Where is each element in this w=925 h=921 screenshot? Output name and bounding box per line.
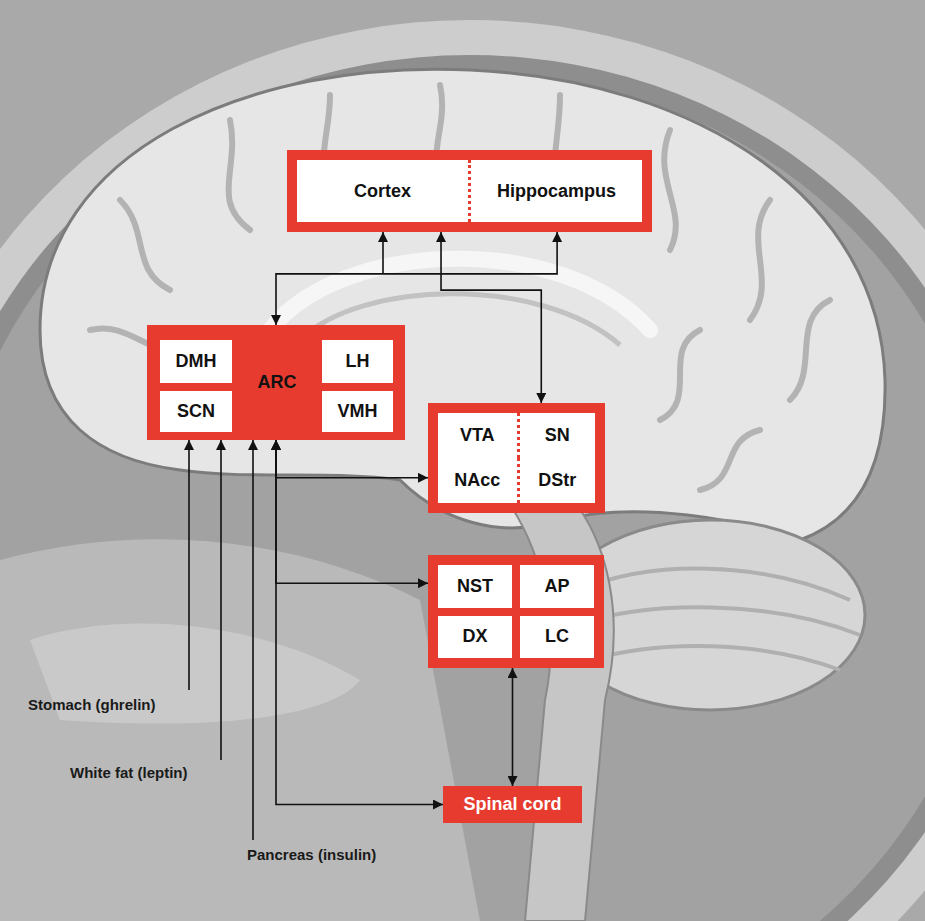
- region-cell: SN: [517, 413, 596, 458]
- ghrelin-arrow: [188, 440, 190, 690]
- insulin-arrow: [252, 440, 254, 840]
- region-cell: LC: [520, 616, 594, 659]
- source-label-holder: Pancreas (insulin): [247, 846, 376, 864]
- hormone-source-label: White fat (leptin): [70, 764, 187, 781]
- region-label: NST: [457, 576, 493, 597]
- face-region: [0, 539, 480, 921]
- region-label: LC: [545, 626, 569, 647]
- nucleus-box: SCN: [160, 391, 232, 432]
- connector-line: [276, 232, 557, 325]
- region-label: DMH: [176, 351, 217, 372]
- connector-line: [512, 668, 514, 786]
- region-cell: VTA: [438, 413, 517, 458]
- leptin-arrow: [220, 440, 222, 760]
- nucleus-box: DMH: [160, 340, 232, 383]
- skull: [0, 55, 925, 921]
- connector-line: [276, 440, 428, 478]
- connector-line: [441, 232, 541, 403]
- signal-connector: [276, 440, 428, 478]
- label-holder: ARC: [232, 325, 322, 440]
- region-cell: Hippocampus: [468, 160, 642, 222]
- region-label: NAcc: [454, 470, 500, 491]
- region-cell: NST: [438, 565, 512, 608]
- region-label: Cortex: [354, 181, 411, 202]
- source-label-holder: White fat (leptin): [70, 764, 187, 782]
- signal-connector: [276, 440, 428, 583]
- region-label: ARC: [258, 372, 297, 393]
- cell-grid: VTA SN NAcc DStr: [438, 413, 595, 503]
- region-label: DStr: [538, 470, 576, 491]
- region-cell: NAcc: [438, 458, 517, 503]
- region-label: VMH: [338, 401, 378, 422]
- signal-connector: [276, 232, 557, 325]
- region-label: DX: [462, 626, 487, 647]
- region-label: Hippocampus: [497, 181, 616, 202]
- region-label: SN: [545, 425, 570, 446]
- cell-grid: Cortex Hippocampus: [297, 160, 642, 222]
- hormone-source-label: Stomach (ghrelin): [28, 696, 156, 713]
- spinal-cord-box: Spinal cord: [443, 786, 582, 823]
- brainstem-box: NST AP DX LC: [428, 555, 604, 668]
- connector-branch: [382, 232, 384, 274]
- cerebrum: [40, 69, 885, 540]
- hormone-source-label: Pancreas (insulin): [247, 846, 376, 863]
- region-label: LH: [346, 351, 370, 372]
- connector-line: [276, 440, 428, 583]
- nucleus-box: VMH: [322, 391, 393, 432]
- hypothalamus-box: ARC DMH LH SCN VMH: [147, 325, 405, 440]
- signal-connector: [441, 232, 541, 403]
- basal-ganglia-box: VTA SN NAcc DStr: [428, 403, 605, 513]
- cerebellar-folia: [575, 569, 860, 670]
- signal-connector: [512, 668, 513, 786]
- region-label: SCN: [177, 401, 215, 422]
- region-cell: AP: [520, 565, 594, 608]
- source-label-holder: Stomach (ghrelin): [28, 696, 156, 714]
- gyri: [90, 85, 830, 490]
- nucleus-box: LH: [322, 340, 393, 383]
- region-label: AP: [544, 576, 569, 597]
- region-cell: DStr: [517, 458, 596, 503]
- cell-grid: NST AP DX LC: [438, 565, 594, 658]
- region-cell: Cortex: [297, 160, 468, 222]
- region-label: Spinal cord: [463, 794, 561, 815]
- region-cell: DX: [438, 616, 512, 659]
- connector-line: [276, 440, 443, 805]
- scalp: [0, 20, 925, 921]
- cortex-box: Cortex Hippocampus: [287, 150, 652, 232]
- region-label: VTA: [460, 425, 495, 446]
- signal-connector: [276, 440, 443, 805]
